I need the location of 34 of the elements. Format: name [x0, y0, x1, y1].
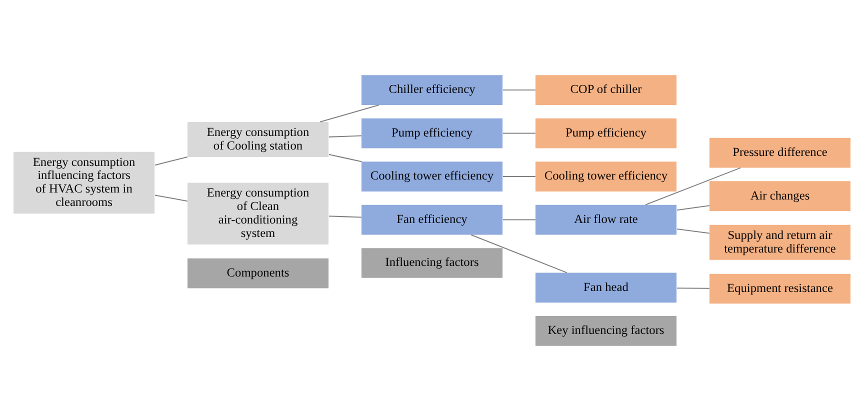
- connector: [502, 89, 535, 90]
- connector: [154, 156, 188, 166]
- connector: [502, 218, 535, 220]
- node-box: COP of chiller: [534, 74, 676, 104]
- node-box: Pump efficiency: [534, 118, 676, 148]
- node-box: Influencing factors: [360, 248, 502, 278]
- connector: [320, 104, 379, 122]
- node-box: Pump efficiency: [360, 118, 502, 148]
- connector: [502, 176, 535, 177]
- node-box: Cooling tower efficiency: [360, 161, 502, 191]
- connector: [676, 287, 709, 288]
- connector: [470, 234, 567, 273]
- node-box: Air flow rate: [534, 204, 676, 234]
- node-box: Energy consumption of Cooling station: [187, 121, 328, 156]
- connector: [154, 194, 187, 202]
- connector: [328, 134, 361, 137]
- connector: [328, 154, 362, 162]
- connector: [676, 204, 709, 210]
- node-box: Air changes: [708, 180, 850, 211]
- node-box: Pressure difference: [708, 137, 850, 168]
- node-box: Chiller efficiency: [360, 74, 502, 104]
- node-box: Fan head: [534, 272, 676, 302]
- node-box: Components: [187, 258, 328, 288]
- connector: [328, 215, 361, 218]
- node-box: Energy consumption of Clean air-conditioning system: [187, 182, 328, 244]
- connector: [502, 132, 535, 134]
- connector: [676, 228, 709, 234]
- node-box: Cooling tower efficiency: [534, 161, 676, 191]
- node-box: Supply and return air temperature difference: [708, 224, 850, 260]
- node-box: Key influencing factors: [534, 316, 676, 346]
- connector: [644, 166, 740, 205]
- node-box: Fan efficiency: [360, 204, 502, 234]
- node-box: Equipment resistance: [708, 273, 850, 304]
- node-box: Energy consumption influencing factors of HVAC system in cleanrooms: [13, 151, 154, 214]
